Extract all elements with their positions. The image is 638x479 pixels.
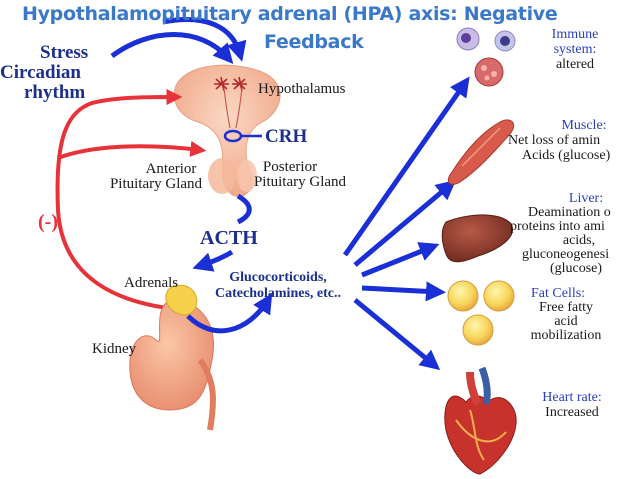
title-line2: Feedback	[264, 31, 364, 53]
ureter	[197, 358, 216, 431]
muscle-target-label: Muscle: Net loss of amin Acids (glucose)	[508, 118, 611, 163]
target-arrows	[342, 76, 470, 371]
hypothalamus-label: Hypothalamus	[258, 81, 346, 97]
feedback-top-arrow	[162, 17, 247, 62]
anterior-pituitary-shape	[208, 158, 236, 194]
stress-arrow	[110, 32, 234, 65]
liver-target-label: Liver: Deamination o proteins into ami a…	[510, 191, 611, 276]
liver-icon	[441, 214, 514, 263]
neuron-icon	[214, 76, 247, 129]
acth-pathway	[236, 193, 252, 225]
kidney-label: Kidney	[92, 341, 137, 357]
acth-arrow	[192, 249, 234, 272]
adrenals-label: Adrenals	[124, 275, 179, 291]
crh-label: CRH	[265, 126, 308, 147]
negative-feedback-label: (-)	[38, 211, 58, 233]
anterior-pituitary-label: Anterior Pituitary Gland	[109, 161, 203, 192]
heart-icon	[444, 366, 517, 475]
stress-label: Stress	[40, 42, 89, 63]
muscle-icon	[447, 119, 515, 185]
posterior-pituitary-label: Posterior Pituitary Gland	[253, 159, 347, 190]
acth-label: ACTH	[200, 227, 258, 249]
rhythm-label: rhythm	[24, 82, 86, 103]
hormones-label: Glucocorticoids, Catecholamines, etc..	[215, 270, 341, 301]
posterior-pituitary-shape	[237, 160, 257, 192]
feedback-to-pituitary	[57, 140, 207, 160]
title-line1: Hypothalamopituitary adrenal (HPA) axis:…	[22, 3, 558, 25]
immune-target-label: Immune system: altered	[551, 27, 599, 72]
kidney-organ	[129, 299, 214, 411]
heart-target-label: Heart rate: Increased	[542, 390, 602, 420]
fat-target-label: Fat Cells: Free fatty acid mobilization	[530, 286, 602, 343]
circadian-label: Circadian	[0, 62, 81, 83]
hormone-release-arrow	[186, 293, 273, 334]
immune-cells-icon	[456, 27, 516, 87]
fat-cells-icon	[447, 280, 515, 346]
adrenal-gland-organ	[165, 284, 198, 316]
